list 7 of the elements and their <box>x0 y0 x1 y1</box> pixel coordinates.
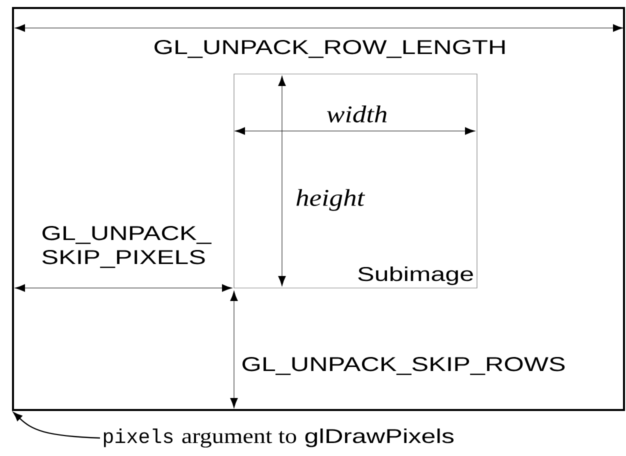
leader-line <box>13 412 100 439</box>
dimension-label: GL_UNPACK_SKIP_ROWS <box>242 357 565 375</box>
image-frame <box>12 7 625 411</box>
dimension-label: height <box>296 189 366 211</box>
caption-text: pixels argument to glDrawPixels <box>104 428 454 448</box>
dimension-label: width <box>327 106 387 122</box>
dimension-label: GL_UNPACK_ SKIP_PIXELS <box>42 226 212 268</box>
